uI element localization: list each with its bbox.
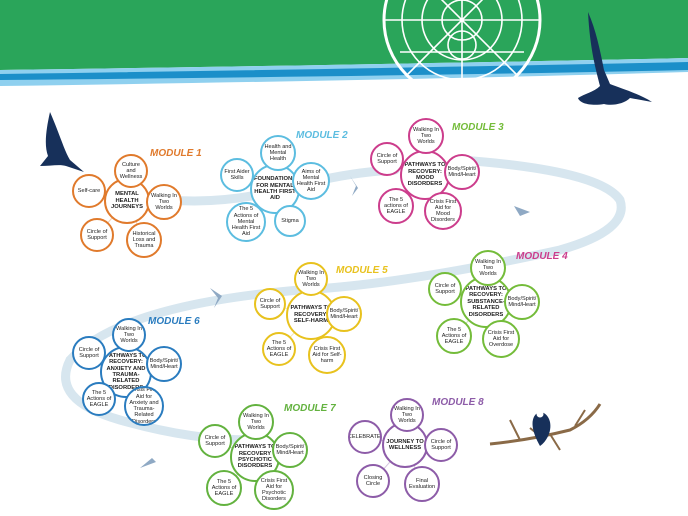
module-8-petal: Circle of Support: [424, 428, 458, 462]
module-8-title: MODULE 8: [432, 397, 484, 408]
module-5-petal: Circle of Support: [254, 288, 286, 320]
module-3-petal: Circle of Support: [370, 142, 404, 176]
module-4-petal: Crisis First Aid for Overdose: [482, 320, 520, 358]
module-4-petal: The 5 Actions of EAGLE: [436, 318, 472, 354]
module-8-petal: Walking In Two Worlds: [390, 398, 424, 432]
module-7-petal: Walking In Two Worlds: [238, 404, 274, 440]
small-bird-icons: [140, 176, 530, 468]
eagle-top-left-icon: [40, 112, 84, 172]
module-5-title: MODULE 5: [336, 265, 388, 276]
module-4-title: MODULE 4: [516, 251, 568, 262]
module-6-petal: The 5 Actions of EAGLE: [82, 382, 116, 416]
banner-blue-band: [0, 62, 688, 80]
module-3-petal: Crisis First Aid for Mood Disorders: [424, 192, 462, 230]
module-5-petal: Body/Spirit/ Mind/Heart: [326, 296, 362, 332]
module-1-title: MODULE 1: [150, 148, 202, 159]
module-7-petal: The 5 Actions of EAGLE: [206, 470, 242, 506]
banner-green: [0, 0, 688, 70]
module-2-petal: Health and Mental Health: [260, 135, 296, 171]
module-7-title: MODULE 7: [284, 403, 336, 414]
module-2-petal: The 5 Actions of Mental Health First Aid: [226, 202, 266, 242]
module-8-petal: Final Evaluation: [404, 466, 440, 502]
branch-eagle-icon: [489, 403, 602, 451]
eagle-top-right-icon: [578, 12, 652, 105]
module-6-petal: Body/Spirit/ Mind/Heart: [146, 346, 182, 382]
module-4-petal: Walking In Two Worlds: [470, 250, 506, 286]
module-3-title: MODULE 3: [452, 122, 504, 133]
module-1-petal: Historical Loss and Trauma: [126, 222, 162, 258]
module-1-petal: Culture and Wellness: [114, 154, 148, 188]
module-2-title: MODULE 2: [296, 130, 348, 141]
module-6-petal: Walking In Two Worlds: [112, 318, 146, 352]
module-1-petal: Circle of Support: [80, 218, 114, 252]
module-7-petal: Body/Spirit/ Mind/Heart: [272, 432, 308, 468]
module-8-petal: Closing Circle: [356, 464, 390, 498]
module-4-petal: Body/Spirit/ Mind/Heart: [504, 284, 540, 320]
module-4-petal: Circle of Support: [428, 272, 462, 306]
module-3-petal: Walking In Two Worlds: [408, 118, 444, 154]
module-5-petal: Walking In Two Worlds: [294, 262, 328, 296]
module-2-petal: First Aider Skills: [220, 158, 254, 192]
module-3-petal: Body/Spirit/ Mind/Heart: [444, 154, 480, 190]
module-5-petal: The 5 Actions of EAGLE: [262, 332, 296, 366]
module-7-petal: Circle of Support: [198, 424, 232, 458]
module-6-title: MODULE 6: [148, 316, 200, 327]
module-2-petal: Aims of Mental Health First Aid: [292, 162, 330, 200]
module-2-petal: Stigma: [274, 205, 306, 237]
module-6-petal: Crisis First Aid for Anxiety and Trauma-…: [124, 386, 164, 426]
module-5-petal: Crisis First Aid for Self-harm: [308, 336, 346, 374]
module-8-petal: CELEBRATE!: [348, 420, 382, 454]
module-6-petal: Circle of Support: [72, 336, 106, 370]
module-7-petal: Crisis First Aid for Psychotic Disorders: [254, 470, 294, 510]
module-1-petal: Self-care: [72, 174, 106, 208]
module-1-petal: Walking In Two Worlds: [146, 184, 182, 220]
dreamcatcher-icon: [382, 0, 542, 100]
module-3-petal: The 5 actions of EAGLE: [378, 188, 414, 224]
